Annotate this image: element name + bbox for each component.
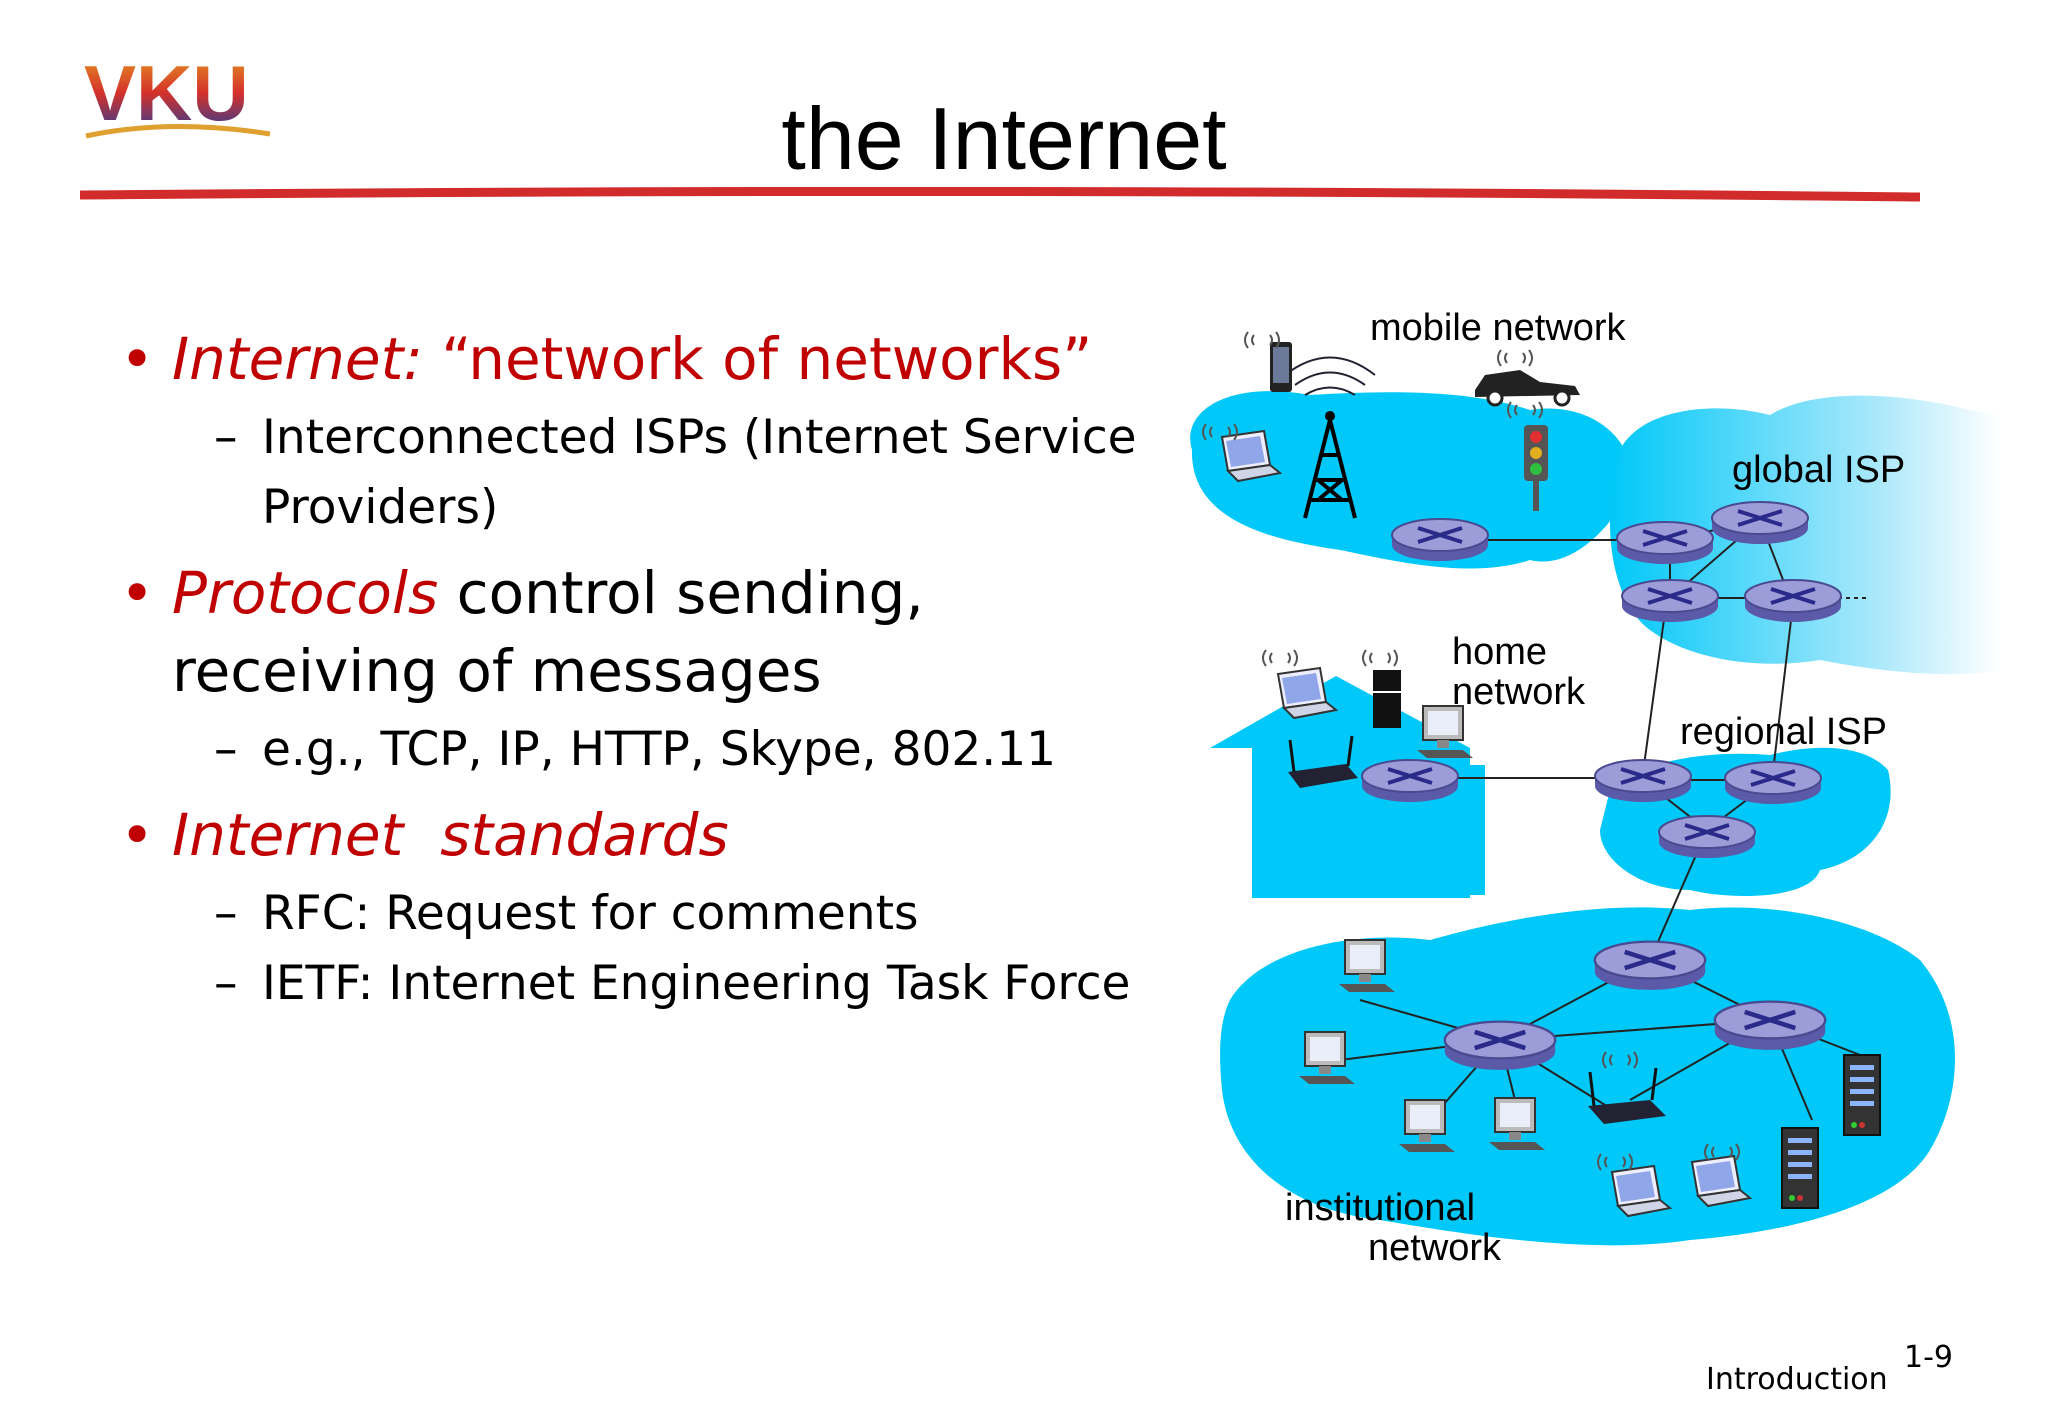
sub-bullet: –Interconnected ISPs (Internet Service xyxy=(214,410,1137,465)
label-institutional-network-2: network xyxy=(1368,1227,1502,1269)
wifi-icon xyxy=(1362,649,1398,667)
footer-section-label: Introduction xyxy=(1706,1362,1888,1397)
label-global-isp: global ISP xyxy=(1732,449,1905,491)
wifi-icon xyxy=(1497,349,1533,367)
label-regional-isp: regional ISP xyxy=(1680,711,1887,753)
bullet-lead: Internet: xyxy=(172,325,423,393)
logo-text: VKU xyxy=(84,49,249,137)
title-underline xyxy=(80,186,1920,202)
institutional-network-cloud xyxy=(1220,907,1955,1246)
car-icon xyxy=(1475,370,1580,407)
sub-bullet: –RFC: Request for comments xyxy=(214,886,919,941)
router xyxy=(1723,760,1823,806)
label-home-network-2: network xyxy=(1452,671,1586,713)
bullet-protocols-line2: receiving of messages xyxy=(172,637,822,705)
sub-bullet-continuation: Providers) xyxy=(262,480,499,535)
page-number: 1-9 xyxy=(1904,1340,1953,1375)
server-icon xyxy=(1781,1127,1819,1209)
vku-logo: VKU xyxy=(84,49,271,139)
internet-diagram: mobile network global ISP home network r… xyxy=(1190,307,2000,1269)
router xyxy=(1620,578,1720,624)
wifi-router-icon xyxy=(1288,735,1358,788)
traffic-light-icon xyxy=(1524,425,1548,511)
sub-bullet: –IETF: Internet Engineering Task Force xyxy=(214,956,1131,1011)
router xyxy=(1743,578,1843,624)
router xyxy=(1390,517,1490,563)
router xyxy=(1593,758,1693,804)
bullet-lead: Internet standards xyxy=(172,801,729,869)
wifi-icon xyxy=(1262,649,1298,667)
router xyxy=(1445,1022,1555,1070)
router xyxy=(1710,500,1810,546)
router xyxy=(1657,814,1757,860)
label-home-network-1: home xyxy=(1452,631,1547,673)
router xyxy=(1360,758,1460,804)
router xyxy=(1715,1002,1825,1050)
smartphone-icon xyxy=(1270,342,1292,392)
router xyxy=(1615,520,1715,566)
label-mobile-network: mobile network xyxy=(1370,307,1627,349)
bullet-lead: Protocols xyxy=(172,559,439,627)
label-institutional-network-1: institutional xyxy=(1285,1187,1475,1229)
bullet-text: “network of networks” xyxy=(441,325,1093,393)
bullet-text: control sending, xyxy=(438,559,924,627)
router xyxy=(1595,942,1705,990)
bullet-protocols: • Protocols control sending, xyxy=(120,559,924,627)
server-icon xyxy=(1843,1054,1881,1136)
bullet-internet: • Internet: “network of networks” xyxy=(120,325,1093,393)
slide-title: the Internet xyxy=(781,89,1227,188)
sub-bullet: –e.g., TCP, IP, HTTP, Skype, 802.11 xyxy=(214,722,1057,777)
wifi-router-icon xyxy=(1588,1067,1666,1124)
mobile-network-cloud xyxy=(1190,391,1632,569)
cell-tower-icon xyxy=(1284,356,1376,519)
refrigerator-icon xyxy=(1373,670,1401,728)
bullet-standards: • Internet standards xyxy=(120,801,729,869)
bullet-list: • Internet: “network of networks” –Inter… xyxy=(110,320,1150,1022)
